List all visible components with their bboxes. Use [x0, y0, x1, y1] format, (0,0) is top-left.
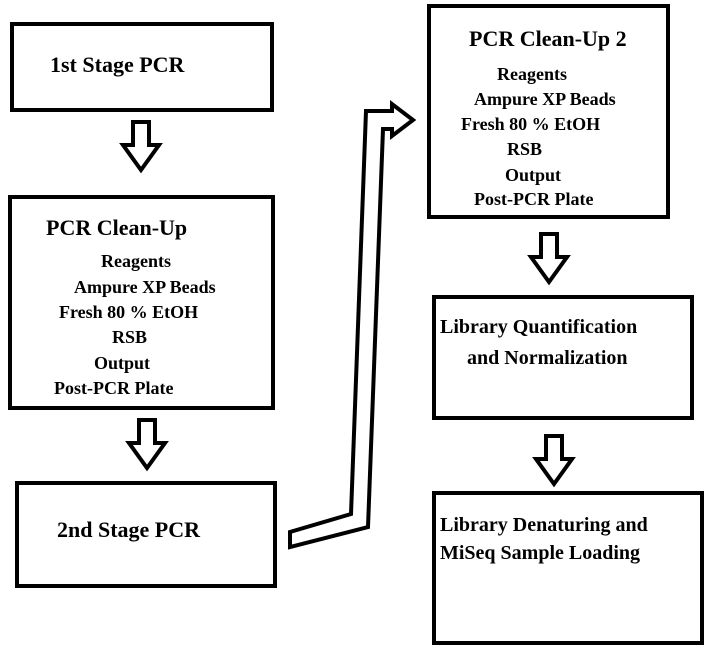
pcr-cleanup-box: PCR Clean-Up Reagents Ampure XP Beads Fr… [8, 195, 275, 410]
reagent-item: Ampure XP Beads [74, 277, 216, 297]
down-arrow-icon [527, 232, 571, 286]
box-title-line: Library Quantification [440, 316, 638, 338]
down-arrow-icon [532, 434, 576, 488]
reagents-label: Reagents [101, 251, 171, 271]
reagent-item: RSB [507, 139, 543, 159]
reagents-label: Reagents [497, 64, 567, 84]
connector-arrow-icon [288, 99, 417, 550]
output-label: Output [94, 353, 151, 373]
reagent-item: Fresh 80 % EtOH [59, 302, 199, 322]
box-title: 1st Stage PCR [50, 52, 185, 77]
box-title-line: and Normalization [467, 347, 628, 369]
library-quantification-box: Library Quantification and Normalization [432, 295, 694, 420]
output-value: Post-PCR Plate [474, 189, 594, 209]
pcr-cleanup-2-box: PCR Clean-Up 2 Reagents Ampure XP Beads … [427, 4, 670, 219]
box-title: PCR Clean-Up 2 [469, 26, 627, 51]
output-value: Post-PCR Plate [54, 378, 174, 398]
reagent-item: Fresh 80 % EtOH [461, 114, 601, 134]
box-title: 2nd Stage PCR [57, 517, 201, 542]
second-stage-pcr-box: 2nd Stage PCR [15, 481, 277, 588]
down-arrow-icon [119, 120, 163, 174]
box-title-line: MiSeq Sample Loading [440, 542, 641, 564]
library-denaturing-box: Library Denaturing and MiSeq Sample Load… [432, 491, 704, 645]
box-title: PCR Clean-Up [46, 215, 188, 240]
box-title-line: Library Denaturing and [440, 514, 648, 536]
reagent-item: RSB [112, 327, 148, 347]
first-stage-pcr-box: 1st Stage PCR [10, 22, 274, 112]
down-arrow-icon [125, 418, 169, 472]
output-label: Output [505, 165, 562, 185]
reagent-item: Ampure XP Beads [474, 89, 616, 109]
